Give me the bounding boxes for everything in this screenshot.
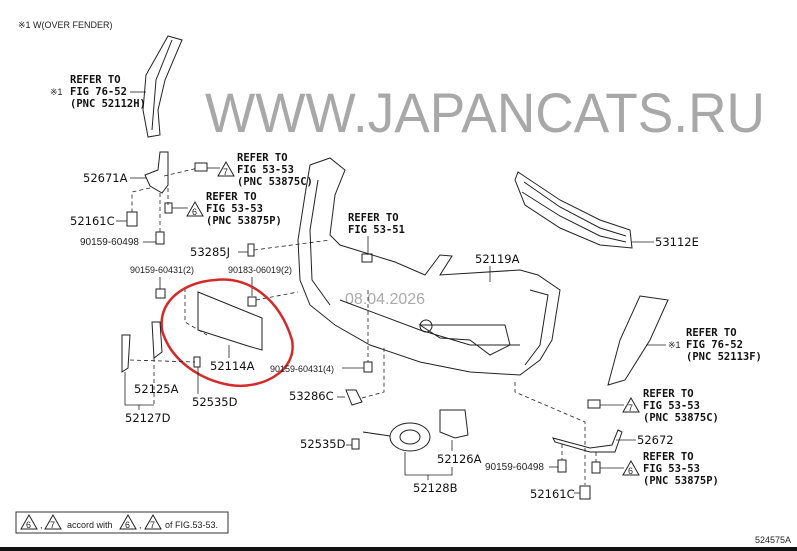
pnc-ref: (PNC 52113F) [686,351,762,363]
side-bracket-inner [151,321,163,359]
pnc-ref: (PNC 53875P) [643,475,719,487]
clip-icon [351,438,360,450]
triangle-number: 7 [628,403,633,413]
pnc-ref: (PNC 53875C) [643,412,719,424]
fig-ref[interactable]: FIG 76-52 [686,339,743,351]
part-90159-60498[interactable]: 90159-60498 [80,237,139,248]
separator: , [40,520,43,530]
clip-icon [193,356,201,368]
part-90159-60431-4[interactable]: 90159-60431(4) [270,364,334,374]
warning-triangle-icon [622,396,640,413]
refer-to: REFER TO [70,74,121,86]
fog-lamp-bezel [389,422,431,452]
triangle-number: 7 [150,520,155,530]
highlight-circle [160,278,294,388]
refer-to: REFER TO [686,327,737,339]
triangle-number: 7 [223,167,228,177]
clip-icon [194,162,208,172]
refer-to: REFER TO [348,212,399,224]
part-52128B[interactable]: 52128B [413,481,458,495]
footer-note: 6 , 7 accord with 6 , 7 of FIG.53-53. [15,511,229,534]
fig-ref[interactable]: FIG 53-53 [237,164,294,176]
triangle-number: 6 [192,207,197,217]
triangle-number: 6 [628,466,633,476]
part-90183-06019-2[interactable]: 90183-06019(2) [228,265,292,275]
part-53285J[interactable]: 53285J [190,245,230,259]
figure-id: 524575A [755,535,791,545]
part-52161C[interactable]: 52161C [70,214,115,228]
fig-ref[interactable]: FIG 53-53 [206,203,263,215]
note-mark: ※1 [668,340,681,350]
refer-to: REFER TO [237,152,288,164]
clip-icon [126,211,138,227]
license-plate-bracket [197,291,263,351]
nut-icon [247,296,257,307]
refer-to: REFER TO [206,191,257,203]
right-bracket [552,429,623,453]
part-52114A[interactable]: 52114A [210,359,255,373]
part-52119A[interactable]: 52119A [475,252,520,266]
part-90159-60498[interactable]: 90159-60498 [485,462,544,473]
fig-ref[interactable]: FIG 53-53 [643,463,700,475]
pnc-ref: (PNC 52112H) [70,98,146,110]
side-bracket [121,334,131,373]
clip-icon [361,253,373,263]
left-bracket [144,151,169,194]
footer-text: accord with [67,520,113,530]
part-52672[interactable]: 52672 [637,433,674,447]
clip-icon [247,243,255,257]
right-fender-flare [607,295,669,386]
part-53112E[interactable]: 53112E [655,235,699,249]
bottom-border [0,547,797,551]
part-52535D[interactable]: 52535D [192,395,238,409]
refer-to: REFER TO [643,388,694,400]
fig-ref[interactable]: FIG 53-51 [348,224,405,236]
triangle-number: 7 [50,520,55,530]
pnc-ref: (PNC 53875P) [206,215,282,227]
bolt-icon [557,459,567,473]
clip-icon [579,485,591,500]
fog-lamp-cover [439,409,469,439]
warning-triangle-icon [186,200,204,217]
separator: , [139,520,142,530]
part-53286C[interactable]: 53286C [289,389,334,403]
bolt-icon [363,361,373,373]
part-52161C[interactable]: 52161C [530,487,575,501]
triangle-number: 6 [26,520,31,530]
part-52127D[interactable]: 52127D [125,411,171,425]
header-note: ※1 W(OVER FENDER) [18,20,113,30]
warning-triangle-icon [622,459,640,476]
bolt-icon [155,231,165,245]
pnc-ref: (PNC 53875C) [237,176,313,188]
triangle-number: 6 [125,520,130,530]
watermark-date: 08.04.2026 [345,291,425,308]
clip-icon [587,399,601,409]
note-mark: ※1 [50,87,63,97]
refer-to: REFER TO [643,451,694,463]
part-52125A[interactable]: 52125A [134,382,179,396]
fig-ref[interactable]: FIG 76-52 [70,86,127,98]
grille [514,171,633,249]
part-52535D[interactable]: 52535D [300,437,346,451]
left-fender-flare [142,35,183,138]
bolt-icon [591,461,601,474]
part-52126A[interactable]: 52126A [437,452,482,466]
footer-text: of FIG.53-53. [165,520,218,530]
front-bumper-cover [297,157,561,376]
watermark: WWW.JAPANCATS.RU [205,81,765,144]
warning-triangle-icon [217,160,235,177]
bolt-icon [155,288,166,299]
part-90159-60431-2[interactable]: 90159-60431(2) [130,265,194,275]
bolt-icon [164,202,173,214]
part-52671A[interactable]: 52671A [83,171,128,185]
tow-hook-cover [345,389,363,406]
fig-ref[interactable]: FIG 53-53 [643,400,700,412]
